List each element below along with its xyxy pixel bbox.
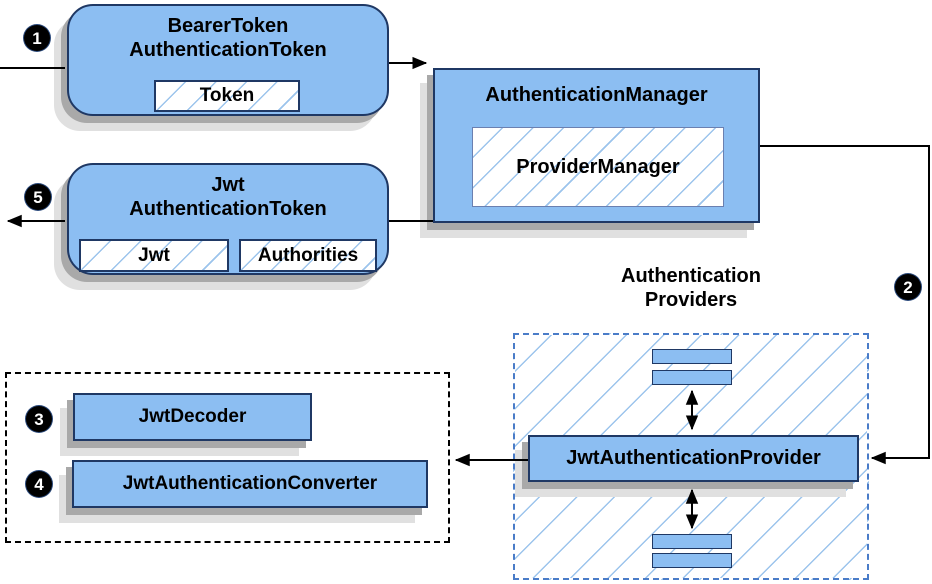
bearer-token-title-line2: AuthenticationToken (129, 39, 327, 61)
jwt-token-title-line1: Jwt (211, 174, 245, 196)
jwt-token-title-line2: AuthenticationToken (129, 198, 327, 220)
step-3-badge: 3 (26, 406, 52, 432)
jwt-decoder-label: JwtDecoder (138, 406, 247, 427)
provider-manager-chip: ProviderManager (472, 127, 724, 207)
jwt-chip-label: Jwt (138, 244, 170, 266)
provider-placeholder-bar (652, 553, 732, 568)
jwt-decoder-converter-group: JwtDecoder JwtAuthenticationConverter (5, 372, 450, 543)
authentication-providers-label-line1: Authentication (621, 265, 761, 287)
token-chip-label: Token (199, 85, 255, 106)
step-5-badge: 5 (25, 184, 51, 210)
token-chip: Token (154, 80, 300, 112)
jwt-authentication-converter-label: JwtAuthenticationConverter (122, 473, 378, 494)
jwt-authentication-converter-node: JwtAuthenticationConverter (72, 460, 428, 508)
authorities-chip: Authorities (239, 239, 377, 272)
authorities-chip-label: Authorities (257, 244, 359, 266)
jwt-authentication-provider-label: JwtAuthenticationProvider (566, 447, 821, 469)
provider-manager-chip-label: ProviderManager (516, 155, 680, 178)
jwt-chip: Jwt (79, 239, 229, 272)
authentication-manager-title: AuthenticationManager (485, 84, 708, 106)
step-1-badge: 1 (24, 25, 50, 51)
jwt-authentication-token-node: Jwt AuthenticationToken Jwt Authorities (67, 163, 389, 275)
provider-placeholder-bar (652, 349, 732, 364)
authentication-manager-node: AuthenticationManager ProviderManager (433, 68, 760, 223)
bearer-token-node-title: BearerToken AuthenticationToken (69, 14, 387, 62)
authentication-providers-group: JwtAuthenticationProvider (513, 333, 869, 580)
jwt-authentication-provider-node: JwtAuthenticationProvider (528, 435, 859, 482)
provider-placeholder-bar (652, 370, 732, 385)
step-4-badge: 4 (26, 471, 52, 497)
provider-placeholder-bar (652, 534, 732, 549)
jwt-decoder-node: JwtDecoder (73, 393, 312, 441)
jwt-token-node-title: Jwt AuthenticationToken (69, 173, 387, 221)
bearer-token-title-line1: BearerToken (167, 15, 289, 37)
authentication-providers-label: Authentication Providers (555, 264, 827, 312)
step-2-badge: 2 (895, 274, 921, 300)
authentication-providers-label-line2: Providers (644, 289, 738, 311)
bearer-token-authentication-token-node: BearerToken AuthenticationToken Token (67, 4, 389, 116)
